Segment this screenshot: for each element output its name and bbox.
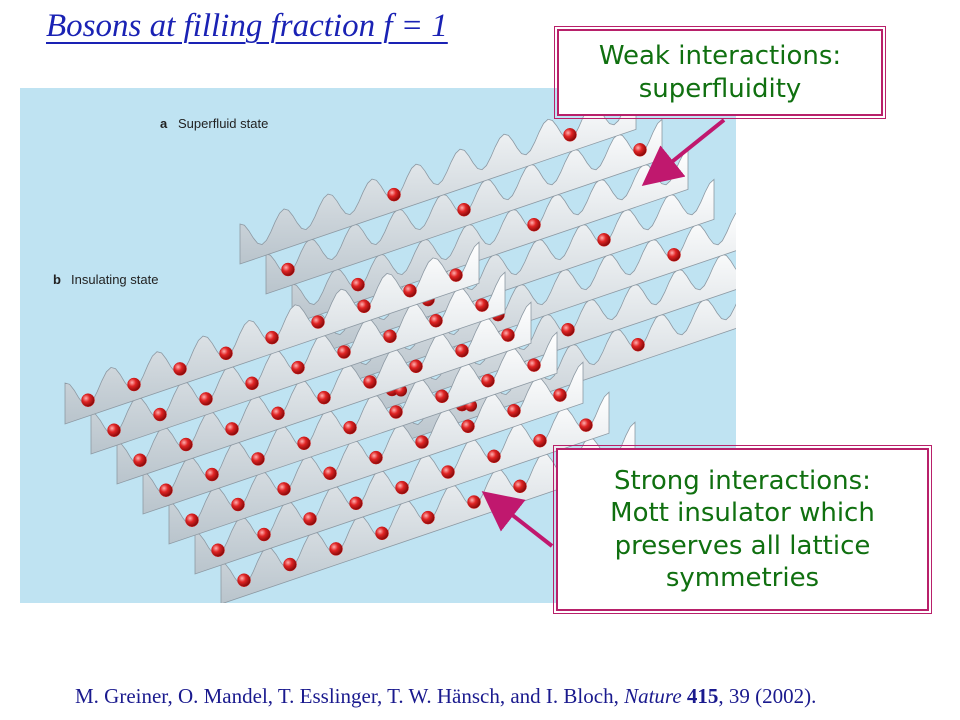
- insulating-atom: [265, 330, 279, 345]
- citation-authors: M. Greiner, O. Mandel, T. Esslinger, T. …: [75, 684, 625, 708]
- insulating-atom: [237, 573, 251, 587]
- insulating-atom: [297, 436, 311, 451]
- citation-journal: Nature: [624, 684, 682, 708]
- insulating-atom: [107, 423, 121, 437]
- insulating-atom: [553, 388, 567, 402]
- superfluid-atom: [667, 248, 681, 262]
- insulating-atom: [283, 557, 297, 572]
- panel-a-text: Superfluid state: [178, 116, 268, 131]
- insulating-atom: [409, 359, 423, 374]
- insulating-atom: [429, 313, 443, 328]
- superfluid-atom: [387, 187, 401, 202]
- insulating-atom: [349, 496, 363, 511]
- superfluid-atom: [561, 322, 575, 337]
- superfluid-atom: [351, 277, 365, 292]
- insulating-atom: [357, 299, 371, 314]
- lattice-figure: a Superfluid state b Insulating state: [20, 88, 736, 603]
- insulating-atom: [81, 393, 95, 407]
- insulating-atom: [257, 527, 271, 542]
- insulating-atom: [173, 362, 187, 376]
- insulating-atom: [277, 482, 291, 496]
- superfluid-atom: [631, 337, 645, 352]
- insulating-atom: [369, 450, 383, 465]
- insulating-atom: [179, 437, 193, 452]
- superfluid-atom: [563, 128, 577, 142]
- insulating-atom: [363, 375, 377, 389]
- callout-strong-line4: symmetries: [665, 563, 820, 593]
- insulating-atom: [231, 497, 245, 512]
- insulating-atom: [245, 376, 259, 391]
- superfluid-atom: [527, 217, 541, 232]
- insulating-atom: [435, 389, 449, 404]
- insulating-atom: [317, 390, 331, 405]
- callout-strong-line3: preserves all lattice: [614, 530, 871, 561]
- insulating-atom: [219, 346, 233, 361]
- insulating-atom: [205, 467, 219, 482]
- insulating-atom: [383, 329, 397, 344]
- slide-title: Bosons at filling fraction f = 1: [46, 8, 448, 44]
- insulating-atom: [375, 526, 389, 541]
- lattice-illustration: a Superfluid state b Insulating state: [20, 88, 736, 603]
- callout-weak-line2: superfluidity: [638, 73, 802, 104]
- callout-weak-interactions: Weak interactions: superfluidity: [554, 26, 886, 119]
- insulating-atom: [487, 449, 501, 464]
- panel-a-label: a: [160, 116, 168, 131]
- insulating-atom: [337, 345, 351, 359]
- insulating-atom: [415, 435, 429, 449]
- citation-rest: , 39 (2002).: [718, 684, 817, 708]
- insulating-atom: [475, 298, 489, 312]
- insulating-atom: [251, 452, 265, 466]
- callout-strong-line1: Strong interactions:: [614, 465, 871, 496]
- insulating-atom: [225, 422, 239, 436]
- insulating-atom: [153, 407, 167, 422]
- superfluid-atom: [457, 202, 471, 217]
- insulating-lattice: [64, 241, 636, 603]
- insulating-atom: [343, 420, 357, 435]
- insulating-atom: [501, 328, 515, 342]
- insulating-atom: [185, 513, 199, 527]
- arrow-strong: [481, 491, 554, 548]
- insulating-atom: [579, 418, 593, 432]
- callout-strong-line2: Mott insulator which: [610, 498, 875, 528]
- callout-strong-interactions: Strong interactions: Mott insulator whic…: [553, 445, 932, 614]
- insulating-atom: [329, 542, 343, 556]
- insulating-atom: [303, 512, 317, 526]
- insulating-atom: [481, 373, 495, 388]
- citation: M. Greiner, O. Mandel, T. Esslinger, T. …: [75, 684, 816, 709]
- insulating-atom: [395, 480, 409, 495]
- insulating-atom: [421, 510, 435, 525]
- insulating-atom: [199, 392, 213, 406]
- superfluid-atom: [281, 262, 295, 277]
- insulating-atom: [311, 315, 325, 329]
- insulating-atom: [467, 495, 481, 509]
- superfluid-row: [239, 88, 637, 265]
- citation-volume: 415: [686, 684, 719, 708]
- insulating-atom: [449, 268, 463, 282]
- insulating-atom: [389, 405, 403, 419]
- insulating-atom: [159, 483, 173, 497]
- panel-b-label: b: [53, 272, 61, 287]
- superfluid-atom: [597, 233, 611, 247]
- insulating-atom: [291, 360, 305, 375]
- insulating-atom: [533, 433, 547, 448]
- arrow-weak: [641, 118, 726, 187]
- insulating-atom: [271, 406, 285, 421]
- insulating-atom: [461, 419, 475, 434]
- insulating-atom: [507, 403, 521, 418]
- insulating-atom: [127, 377, 141, 392]
- insulating-atom: [211, 543, 225, 557]
- insulating-atom: [133, 453, 147, 467]
- callout-weak-line1: Weak interactions:: [598, 41, 842, 71]
- insulating-atom: [441, 465, 455, 479]
- insulating-atom: [323, 466, 337, 481]
- panel-b-text: Insulating state: [71, 272, 158, 287]
- insulating-atom: [527, 358, 541, 372]
- insulating-atom: [455, 343, 469, 358]
- insulating-atom: [403, 283, 417, 298]
